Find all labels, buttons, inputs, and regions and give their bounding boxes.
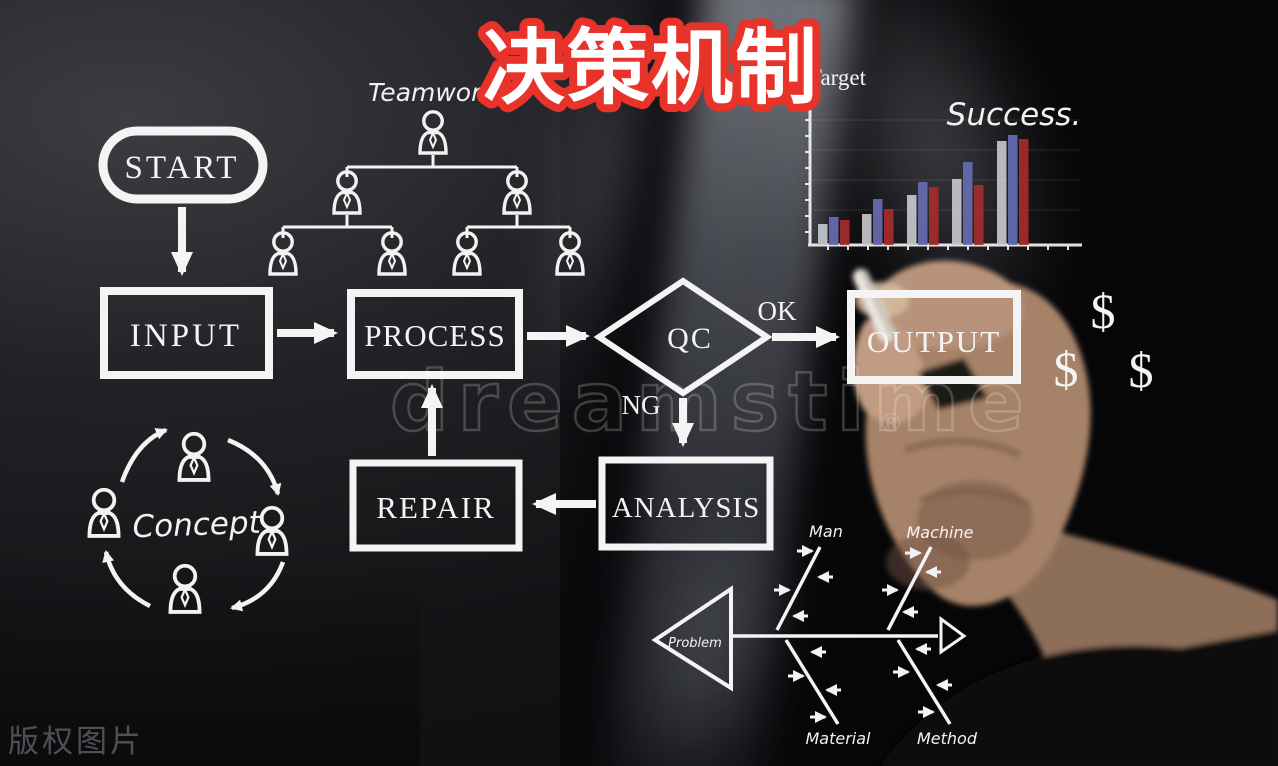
- watermark-registered-icon: ®: [878, 409, 904, 439]
- teamwork-label: Teamwork: [368, 78, 497, 107]
- bar-silver-3: [907, 195, 917, 245]
- bar-blue-3: [918, 182, 928, 245]
- finger-crease: [903, 437, 1022, 459]
- person-icon: [502, 170, 532, 215]
- analysis-label: ANALYSIS: [612, 492, 761, 524]
- bar-blue-1: [829, 217, 839, 245]
- bar-silver-4: [952, 179, 962, 245]
- dollar-icon: $: [1091, 283, 1116, 339]
- bar-blue-2: [873, 199, 883, 245]
- ng-label: NG: [622, 390, 661, 420]
- person-icon: [555, 231, 585, 276]
- fishbone-problem-label: Problem: [668, 636, 722, 651]
- page-title: 决策机制: [483, 23, 819, 114]
- person-icon: [418, 110, 448, 155]
- qc-label: QC: [667, 322, 713, 355]
- qc-diamond: [593, 277, 773, 397]
- fishbone-rib-machine: [886, 546, 933, 631]
- input-label: INPUT: [130, 318, 242, 354]
- output-node: [847, 290, 1021, 384]
- start-label: START: [125, 150, 240, 186]
- bar-silver-1: [818, 224, 828, 245]
- process-label: PROCESS: [364, 318, 505, 353]
- knuckle-shadow: [886, 534, 970, 590]
- dollar-icon: $: [1129, 342, 1154, 398]
- fishbone-rib-man: [775, 546, 822, 631]
- ok-label: OK: [758, 296, 797, 326]
- repair-node: [349, 459, 523, 552]
- fishbone-man-label: Man: [809, 522, 843, 541]
- bar-red-5: [1019, 139, 1029, 245]
- bar-chart-axes: [805, 98, 1082, 250]
- ink-layer: [87, 98, 1082, 725]
- thumb: [852, 320, 927, 423]
- sleeve-cuff: [880, 630, 1278, 766]
- chart-title-target: Target: [808, 65, 867, 90]
- pen-photo: [852, 268, 895, 342]
- chart-gridlines: [812, 119, 1080, 211]
- fishbone: [651, 545, 967, 725]
- start-node: [98, 126, 268, 204]
- person-icon: [177, 431, 211, 482]
- bar-red-1: [840, 220, 850, 245]
- bar-red-2: [884, 209, 894, 245]
- person-icon: [452, 231, 482, 276]
- fishbone-material-label: Material: [806, 729, 872, 748]
- fishbone-rib-method: [896, 639, 952, 725]
- analysis-node: [598, 456, 774, 551]
- person-icon: [87, 487, 121, 538]
- bar-red-4: [974, 185, 984, 245]
- fishbone-method-label: Method: [917, 729, 978, 748]
- concept-label: Concept: [132, 505, 263, 546]
- fishbone-machine-label: Machine: [907, 523, 974, 542]
- finger-crease: [918, 488, 1032, 508]
- hand-photo: [852, 260, 1278, 766]
- output-label: OUTPUT: [867, 324, 1001, 359]
- bar-red-3: [929, 187, 939, 245]
- person-icon: [268, 231, 298, 276]
- repair-label: REPAIR: [376, 490, 495, 525]
- process-node: [347, 289, 523, 379]
- org-tree: [281, 155, 572, 238]
- bar-series: [818, 135, 1029, 245]
- person-icon: [255, 505, 289, 556]
- bar-silver-2: [862, 214, 872, 245]
- input-node: [100, 287, 273, 379]
- bar-silver-5: [997, 141, 1007, 245]
- fishbone-rib-material: [784, 639, 840, 725]
- concept-cycle: [102, 427, 286, 612]
- index-finger: [868, 260, 1024, 349]
- chart-annotation-success: Success.: [947, 97, 1082, 133]
- watermark: dreamstime: [390, 355, 1033, 450]
- bar-blue-5: [1008, 135, 1018, 245]
- person-icon: [168, 563, 202, 614]
- dollar-icon: $: [1054, 341, 1079, 397]
- fishbone-head: [651, 585, 733, 692]
- person-icon: [377, 231, 407, 276]
- person-icon: [332, 170, 362, 215]
- bar-blue-4: [963, 162, 973, 245]
- fishbone-arrows: [774, 545, 952, 723]
- fishbone-tail: [939, 616, 967, 655]
- copyright-label: 版权图片: [8, 724, 144, 759]
